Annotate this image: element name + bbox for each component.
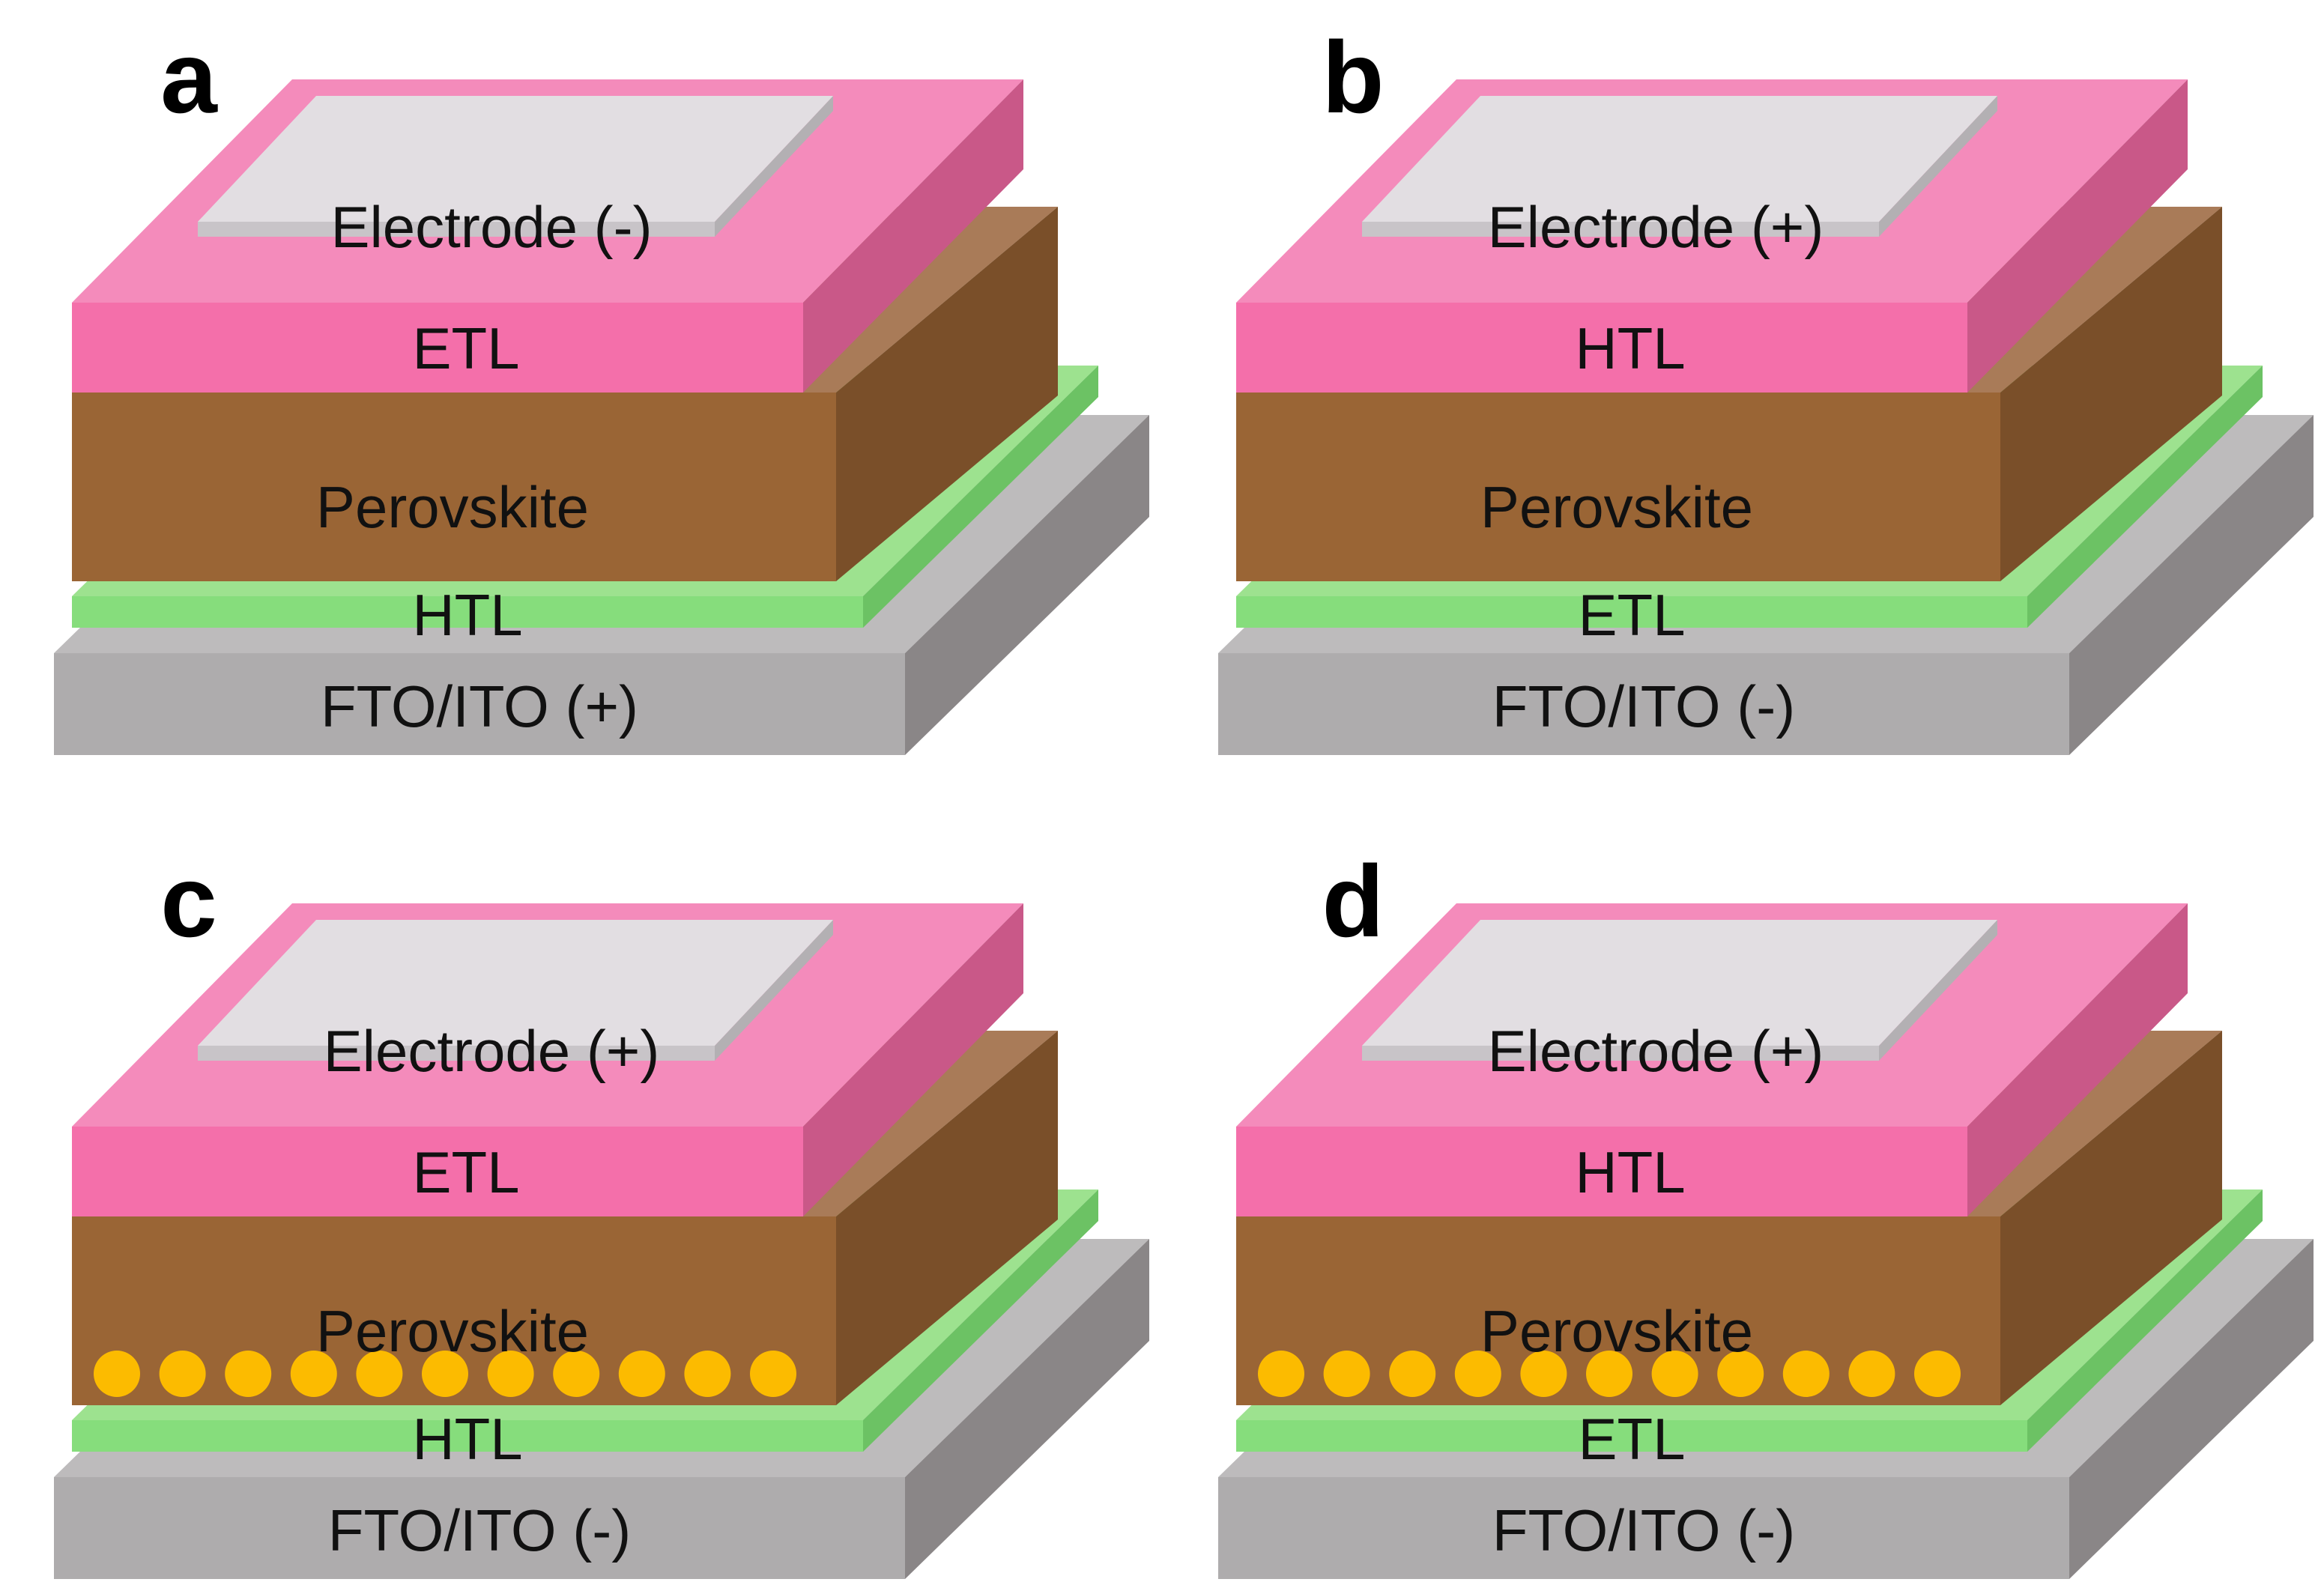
nanoparticle bbox=[1389, 1351, 1436, 1397]
electrode-top-face bbox=[1362, 920, 1997, 1046]
electrode-pad bbox=[1362, 920, 1997, 1061]
perovskite-right-face bbox=[836, 207, 1058, 581]
substrate-front-face bbox=[1218, 653, 2069, 755]
nanoparticle bbox=[159, 1351, 206, 1397]
thin-layer-label: ETL bbox=[1578, 1406, 1685, 1472]
electrode-right-face bbox=[1879, 920, 1997, 1061]
substrate-front-face bbox=[54, 653, 905, 755]
nanoparticle bbox=[1454, 1351, 1501, 1397]
electrode-pad bbox=[1362, 96, 1997, 237]
electrode-top-face bbox=[198, 920, 833, 1046]
top-layer-right-face bbox=[803, 79, 1023, 393]
substrate-right-face bbox=[2069, 1239, 2314, 1579]
nanoparticle-row bbox=[1258, 1351, 1961, 1397]
thin-layer-label: HTL bbox=[412, 1406, 522, 1472]
top-layer-front-face bbox=[1236, 303, 1967, 393]
electrode-label: Electrode (+) bbox=[1488, 194, 1824, 260]
nanoparticle bbox=[1651, 1351, 1698, 1397]
nanoparticle bbox=[684, 1351, 731, 1397]
nanoparticle bbox=[1914, 1351, 1961, 1397]
electrode-front-face bbox=[198, 222, 715, 237]
absorber-label: Perovskite bbox=[316, 1298, 589, 1364]
top-layer-label: HTL bbox=[1575, 315, 1685, 381]
nanoparticle bbox=[290, 1351, 337, 1397]
electrode-front-face bbox=[1362, 1046, 1879, 1061]
top-layer-front-face bbox=[72, 1127, 803, 1216]
panel-letter: c bbox=[160, 844, 217, 958]
electrode-label: Electrode (+) bbox=[1488, 1018, 1824, 1084]
nanoparticle bbox=[553, 1351, 600, 1397]
top-layer-right-face bbox=[803, 903, 1023, 1216]
nanoparticle bbox=[1520, 1351, 1567, 1397]
top-layer-right-face bbox=[1967, 903, 2188, 1216]
thin-layer-front-face bbox=[1236, 596, 2027, 628]
substrate-right-face bbox=[905, 415, 1149, 755]
electrode-top-face bbox=[1362, 96, 1997, 222]
nanoparticle bbox=[422, 1351, 468, 1397]
perovskite-front-face bbox=[72, 393, 836, 581]
substrate-label: FTO/ITO (+) bbox=[321, 673, 638, 739]
nanoparticle bbox=[1258, 1351, 1304, 1397]
electrode-top-face bbox=[198, 96, 833, 222]
electrode-front-face bbox=[198, 1046, 715, 1061]
nanoparticle bbox=[487, 1351, 534, 1397]
substrate-right-face bbox=[2069, 415, 2314, 755]
nanoparticle bbox=[356, 1351, 403, 1397]
top-layer-front-face bbox=[1236, 1127, 1967, 1216]
nanoparticle bbox=[750, 1351, 796, 1397]
perovskite-right-face bbox=[2000, 1031, 2222, 1405]
perovskite-front-face bbox=[1236, 393, 2000, 581]
thin-layer-right-face bbox=[2027, 1190, 2263, 1452]
substrate-label: FTO/ITO (-) bbox=[1492, 673, 1795, 739]
electrode-pad bbox=[198, 96, 833, 237]
perovskite-right-face bbox=[2000, 207, 2222, 581]
substrate-label: FTO/ITO (-) bbox=[328, 1497, 631, 1563]
absorber-label: Perovskite bbox=[316, 474, 589, 540]
electrode-label: Electrode (-) bbox=[330, 194, 652, 260]
top-layer-label: ETL bbox=[412, 1139, 519, 1205]
substrate-label: FTO/ITO (-) bbox=[1492, 1497, 1795, 1563]
substrate-front-face bbox=[1218, 1477, 2069, 1579]
thin-layer-front-face bbox=[72, 1420, 863, 1452]
thin-layer-front-face bbox=[72, 596, 863, 628]
electrode-right-face bbox=[715, 96, 833, 237]
electrode-right-face bbox=[1879, 96, 1997, 237]
thin-layer-right-face bbox=[2027, 366, 2263, 628]
perovskite-right-face bbox=[836, 1031, 1058, 1405]
electrode-pad bbox=[198, 920, 833, 1061]
nanoparticle-row bbox=[94, 1351, 796, 1397]
electrode-label: Electrode (+) bbox=[324, 1018, 660, 1084]
top-layer-label: ETL bbox=[412, 315, 519, 381]
substrate-right-face bbox=[905, 1239, 1149, 1579]
thin-layer-front-face bbox=[1236, 1420, 2027, 1452]
nanoparticle bbox=[94, 1351, 140, 1397]
nanoparticle bbox=[1782, 1351, 1830, 1397]
panel-letter: a bbox=[160, 20, 218, 134]
electrode-front-face bbox=[1362, 222, 1879, 237]
thin-layer-right-face bbox=[863, 366, 1098, 628]
nanoparticle bbox=[1717, 1351, 1764, 1397]
nanoparticle bbox=[1586, 1351, 1632, 1397]
nanoparticle bbox=[1848, 1351, 1895, 1397]
nanoparticle bbox=[225, 1351, 272, 1397]
thin-layer-right-face bbox=[863, 1190, 1098, 1452]
substrate-front-face bbox=[54, 1477, 905, 1579]
nanoparticle bbox=[618, 1351, 665, 1397]
electrode-right-face bbox=[715, 920, 833, 1061]
top-layer-label: HTL bbox=[1575, 1139, 1685, 1205]
absorber-label: Perovskite bbox=[1480, 1298, 1753, 1364]
top-layer-right-face bbox=[1967, 79, 2188, 393]
thin-layer-label: ETL bbox=[1578, 582, 1685, 648]
panel-letter: b bbox=[1322, 20, 1384, 134]
thin-layer-label: HTL bbox=[412, 582, 522, 648]
panel-letter: d bbox=[1322, 844, 1384, 958]
absorber-label: Perovskite bbox=[1480, 474, 1753, 540]
top-layer-front-face bbox=[72, 303, 803, 393]
nanoparticle bbox=[1323, 1351, 1370, 1397]
